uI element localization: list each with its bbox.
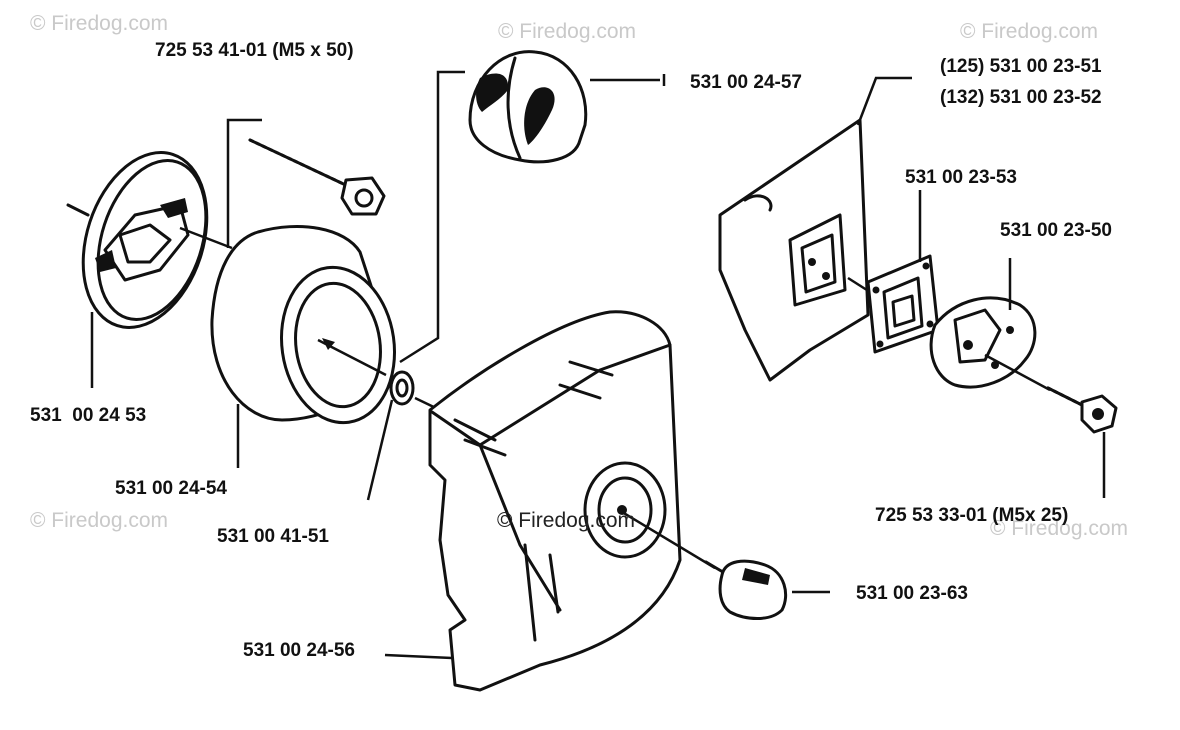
filter-housing-drawing: [66, 151, 233, 329]
watermark-top-center: © Firedog.com: [498, 20, 636, 43]
air-filter-drawing: [210, 225, 397, 468]
label-screw-m5x50: 725 53 41-01 (M5 x 50): [155, 40, 354, 61]
cover-drawing: [384, 310, 682, 692]
gasket-large-drawing: [718, 76, 912, 382]
watermark-top-left: © Firedog.com: [30, 12, 168, 35]
watermark-mid-left: © Firedog.com: [30, 509, 168, 532]
label-filter-housing: 531 00 24 53: [30, 405, 146, 426]
label-cap-top: 531 00 24-57: [690, 72, 802, 93]
label-gasket-132: (132) 531 00 23-52: [940, 87, 1102, 108]
screw-m5x50-drawing: [226, 118, 386, 248]
label-air-filter: 531 00 24-54: [115, 478, 227, 499]
label-gasket-125: (125) 531 00 23-51: [940, 56, 1102, 77]
label-screw-m5x25: 725 53 33-01 (M5x 25): [875, 505, 1068, 526]
plate-drawing: [866, 190, 940, 354]
knob-drawing: [621, 510, 830, 620]
label-plate: 531 00 23-53: [905, 167, 1017, 188]
holder-drawing: [929, 258, 1037, 389]
label-knob: 531 00 23-63: [856, 583, 968, 604]
screw-m5x25-drawing: [984, 353, 1118, 498]
label-washer: 531 00 41-51: [217, 526, 329, 547]
top-cap-drawing: [468, 50, 666, 164]
cap-leader: [399, 70, 465, 364]
label-holder: 531 00 23-50: [1000, 220, 1112, 241]
watermark-top-right: © Firedog.com: [960, 20, 1098, 43]
label-cover: 531 00 24-56: [243, 640, 355, 661]
watermark-center: © Firedog.com: [497, 509, 635, 532]
watermark-mid-right: © Firedog.com: [990, 517, 1128, 540]
